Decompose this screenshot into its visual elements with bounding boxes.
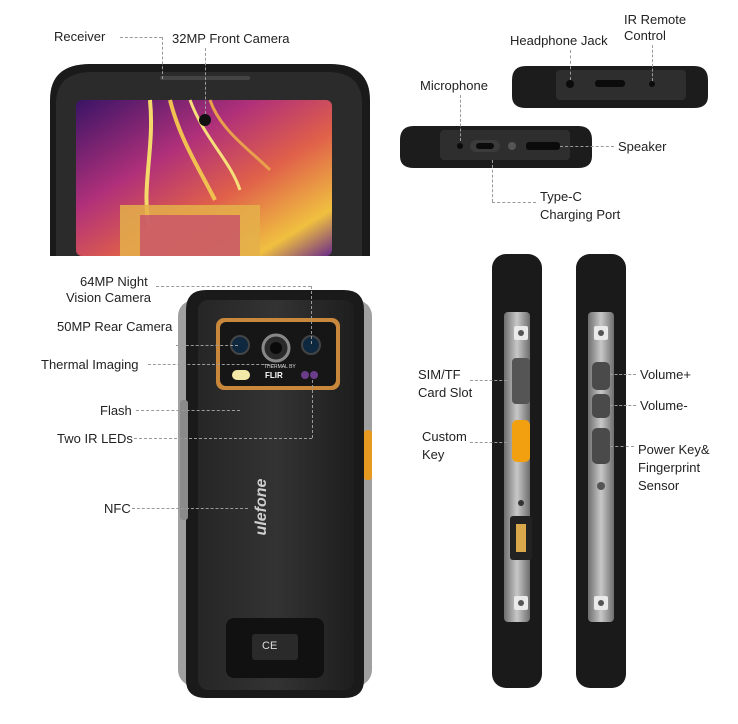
microphone-hole: [457, 143, 463, 149]
label-custom-line1: Custom: [422, 429, 467, 444]
custom-key: [512, 420, 530, 462]
volume-up-key: [592, 362, 610, 390]
label-nfc: NFC: [104, 501, 131, 516]
phone-right-side: [576, 254, 626, 688]
flir-badge: FLIR: [265, 371, 283, 380]
label-ir-remote-line1: IR Remote: [624, 12, 687, 27]
ir-led-2: [310, 371, 318, 379]
usb-c-port: [476, 143, 494, 149]
flash-led: [232, 370, 250, 380]
phone-back: [178, 290, 372, 698]
phone-front: [50, 64, 370, 256]
power-key: [592, 428, 610, 464]
label-night-camera-line1: 64MP Night: [80, 274, 148, 289]
speaker-grille: [526, 142, 560, 150]
label-microphone: Microphone: [420, 78, 488, 93]
headphone-jack-hole: [566, 80, 574, 88]
label-flash: Flash: [100, 403, 132, 418]
ir-window: [649, 81, 655, 87]
label-front-camera: 32MP Front Camera: [172, 31, 290, 46]
volume-down-key: [592, 394, 610, 418]
flir-badge-small: THERMAL BY: [264, 364, 296, 370]
label-thermal: Thermal Imaging: [41, 357, 139, 372]
label-headphone-jack: Headphone Jack: [510, 33, 608, 48]
label-volume-down: Volume-: [640, 398, 688, 413]
sim-tray: [512, 358, 530, 404]
label-typec-line1: Type-C: [540, 189, 582, 204]
label-ir-leds: Two IR LEDs: [57, 431, 133, 446]
front-camera-lens: [199, 114, 211, 126]
phone-left-side: [492, 254, 542, 688]
label-sim-line2: Card Slot: [418, 385, 473, 400]
label-custom-line2: Key: [422, 447, 445, 462]
label-volume-up: Volume+: [640, 367, 691, 382]
phone-bottom-edge: [400, 126, 592, 168]
label-receiver: Receiver: [54, 29, 106, 44]
label-speaker: Speaker: [618, 139, 667, 154]
label-sim-line1: SIM/TF: [418, 367, 461, 382]
label-power-line2: Fingerprint: [638, 460, 701, 475]
label-power-line3: Sensor: [638, 478, 680, 493]
ir-led-1: [301, 371, 309, 379]
cert-mark: CE: [262, 640, 278, 652]
label-ir-remote-line2: Control: [624, 28, 666, 43]
label-rear-camera: 50MP Rear Camera: [57, 319, 173, 334]
brand-logo: ulefone: [253, 478, 270, 536]
label-typec-line2: Charging Port: [540, 207, 621, 222]
label-night-camera-line2: Vision Camera: [66, 290, 152, 305]
label-power-line1: Power Key&: [638, 442, 710, 457]
phone-top-edge: [512, 66, 708, 108]
